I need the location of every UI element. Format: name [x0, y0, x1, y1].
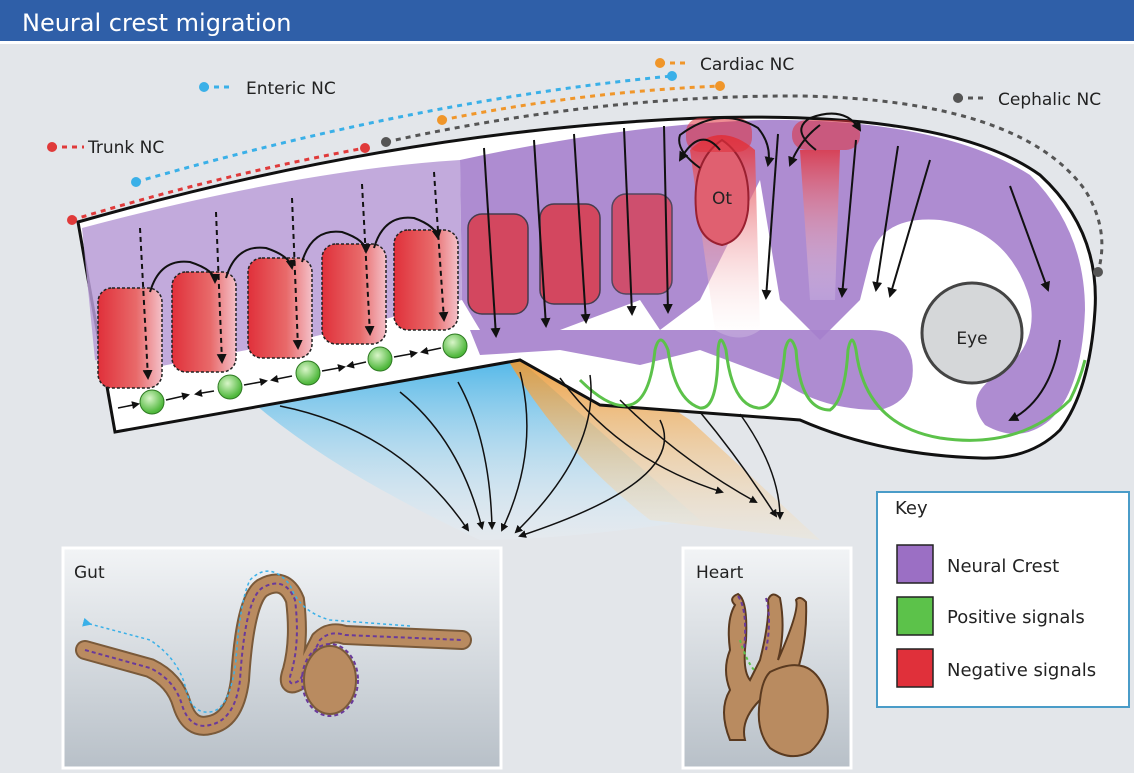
negative-signal-r4 [686, 118, 752, 152]
cephalic-nc-stream [381, 93, 1104, 277]
positive-signal-ball [139, 389, 165, 415]
somite-trunk-4 [321, 243, 387, 345]
positive-signal-ball [295, 360, 321, 386]
somite-trunk-5 [393, 229, 459, 331]
positive-signal-ball [367, 346, 393, 372]
neural-crest-pharyngeal [470, 330, 913, 410]
enteric-nc-stream [131, 71, 677, 187]
cardiac-nc-label: Cardiac NC [700, 55, 794, 75]
cranial-migration-arrows [483, 112, 1061, 421]
otic-label: Ot [712, 189, 732, 209]
positive-signal-ball [442, 333, 468, 359]
trunk-nc-label: Trunk NC [87, 138, 164, 158]
key-panel: Key Neural Crest Positive signals Negati… [876, 491, 1130, 708]
enteric-fan [250, 360, 700, 540]
somite-trunk-1 [97, 287, 163, 389]
key-swatch-negative [896, 648, 934, 688]
trunk-migration-arrows [139, 171, 449, 380]
somite-trunk-2 [171, 271, 237, 373]
ball-spacing-arrows [117, 346, 442, 410]
enteric-nc-label: Enteric NC [246, 79, 336, 99]
arrows-to-organs [279, 371, 784, 538]
positive-signal-ball [217, 374, 243, 400]
key-label-negative: Negative signals [947, 660, 1096, 681]
heart-panel: Heart [681, 546, 853, 770]
gut-panel: Gut [61, 546, 503, 770]
negative-signal-r6-zone [800, 150, 840, 300]
trunk-nc-stream [47, 142, 370, 225]
somite-vagal-1 [467, 213, 529, 315]
eye-label: Eye [956, 329, 987, 349]
positive-signal-arches [578, 338, 1087, 442]
key-swatch-positive [896, 596, 934, 636]
otic-vesicle [694, 138, 750, 247]
somite-vagal-3 [611, 193, 673, 295]
key-swatch-neural-crest [896, 544, 934, 584]
key-label-neural-crest: Neural Crest [947, 556, 1059, 577]
cephalic-nc-label: Cephalic NC [998, 90, 1101, 110]
key-title: Key [895, 498, 928, 519]
gut-label: Gut [74, 563, 105, 583]
header-bar: Neural crest migration [0, 0, 1134, 44]
gut-cecum [303, 645, 357, 715]
positive-signal-balls [139, 333, 468, 415]
heart-label: Heart [696, 563, 744, 583]
somite-trunk-3 [247, 257, 313, 359]
heart-ventricle [757, 664, 829, 758]
eye [920, 281, 1024, 385]
page-title: Neural crest migration [22, 9, 292, 37]
cardiac-nc-stream [437, 58, 725, 125]
negative-signal-r6 [792, 120, 860, 150]
key-label-positive: Positive signals [947, 607, 1085, 628]
somite-vagal-2 [539, 203, 601, 305]
